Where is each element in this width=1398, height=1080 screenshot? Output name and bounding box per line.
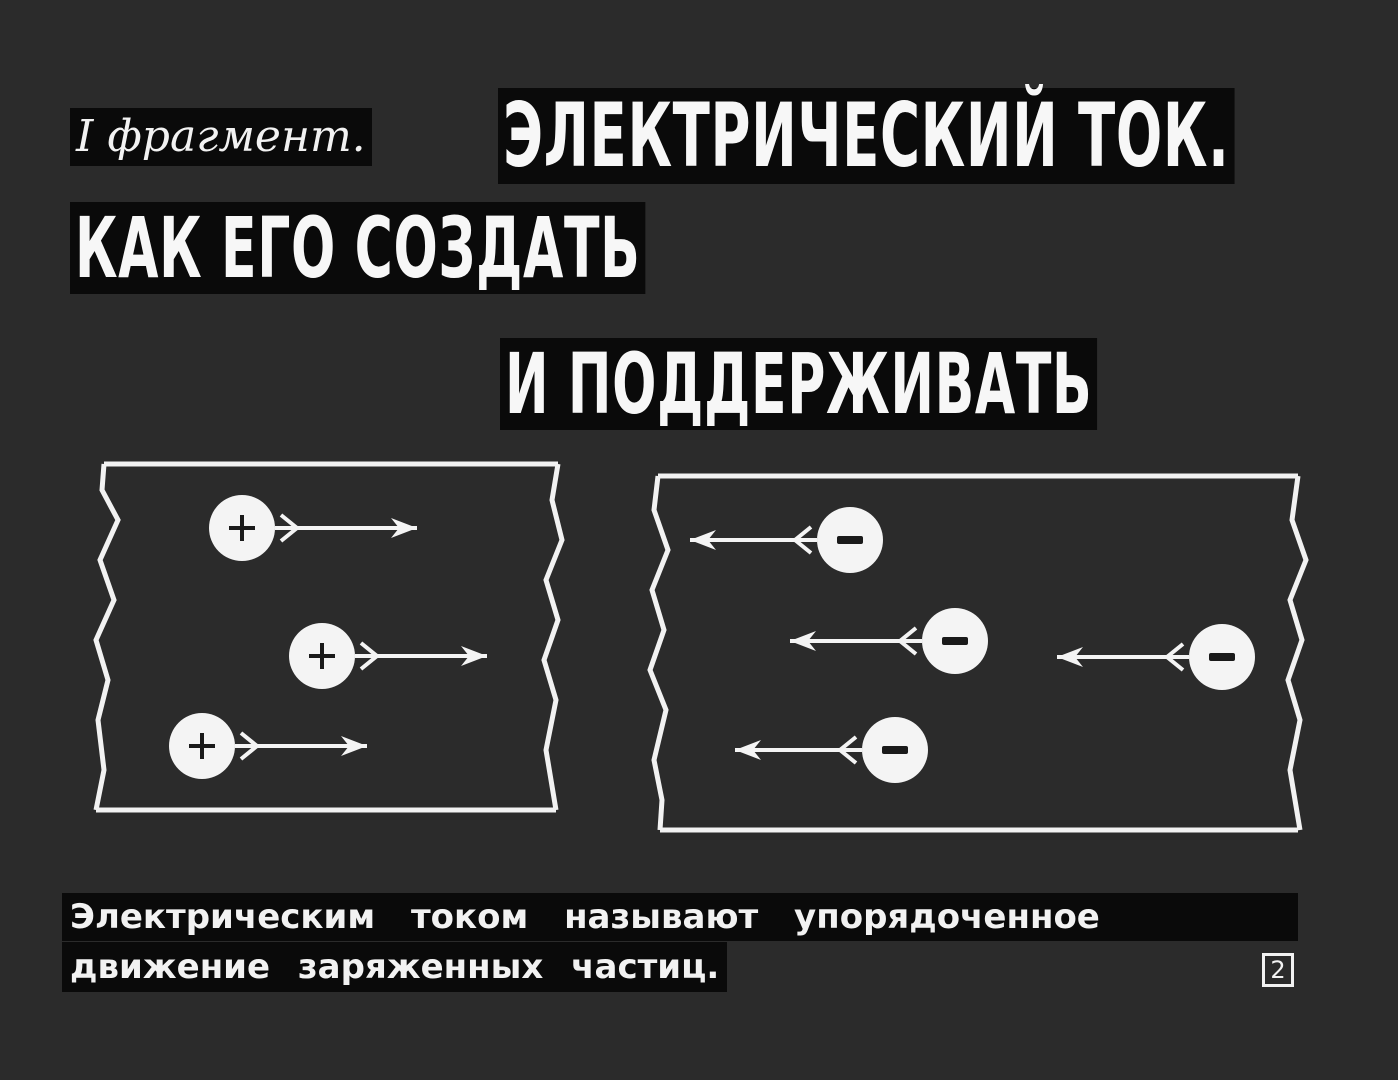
charged-particles [169, 495, 1255, 783]
arrow-head-icon [790, 631, 816, 651]
positive-particle-1 [209, 495, 417, 561]
arrow-tail-icon [1163, 642, 1185, 672]
caption-line-1: Электрическим током называют упорядоченн… [62, 893, 1298, 941]
arrow-tail-icon [239, 731, 261, 761]
negative-particle-1 [690, 507, 883, 573]
arrow-tail-icon [279, 513, 301, 543]
arrow-head-icon [735, 740, 761, 760]
arrow-head-icon [391, 518, 417, 538]
plus-icon [200, 733, 204, 759]
arrow-tail-icon [836, 735, 858, 765]
arrow-head-icon [1057, 647, 1083, 667]
title-line-1: ЭЛЕКТРИЧЕСКИЙ ТОК. [498, 88, 1235, 184]
negative-particle-4 [735, 717, 928, 783]
page-number: 2 [1262, 953, 1294, 987]
arrow-head-icon [341, 736, 367, 756]
negative-particle-3 [1057, 624, 1255, 690]
title-line-2: КАК ЕГО СОЗДАТЬ [70, 202, 646, 294]
right-conductor-left-edge [647, 475, 671, 831]
plus-icon [320, 643, 324, 669]
arrow-tail-icon [896, 626, 918, 656]
minus-icon [942, 637, 968, 645]
arrow-tail-icon [791, 525, 813, 555]
title-line-3: И ПОДДЕРЖИВАТЬ [500, 338, 1098, 430]
fragment-label: I фрагмент. [70, 108, 372, 166]
minus-icon [882, 746, 908, 754]
arrow-head-icon [690, 530, 716, 550]
left-conductor-right-edge [541, 463, 565, 811]
positive-particle-2 [289, 623, 487, 689]
positive-particle-3 [169, 713, 367, 779]
arrow-head-icon [461, 646, 487, 666]
arrow-tail-icon [359, 641, 381, 671]
caption-line-2: движение заряженных частиц. [62, 942, 728, 992]
left-conductor [93, 461, 565, 813]
minus-icon [1209, 653, 1235, 661]
right-conductor-right-edge [1285, 475, 1309, 831]
right-conductor [647, 473, 1309, 833]
left-conductor-left-edge [93, 463, 121, 811]
negative-particle-2 [790, 608, 988, 674]
minus-icon [837, 536, 863, 544]
plus-icon [240, 515, 244, 541]
